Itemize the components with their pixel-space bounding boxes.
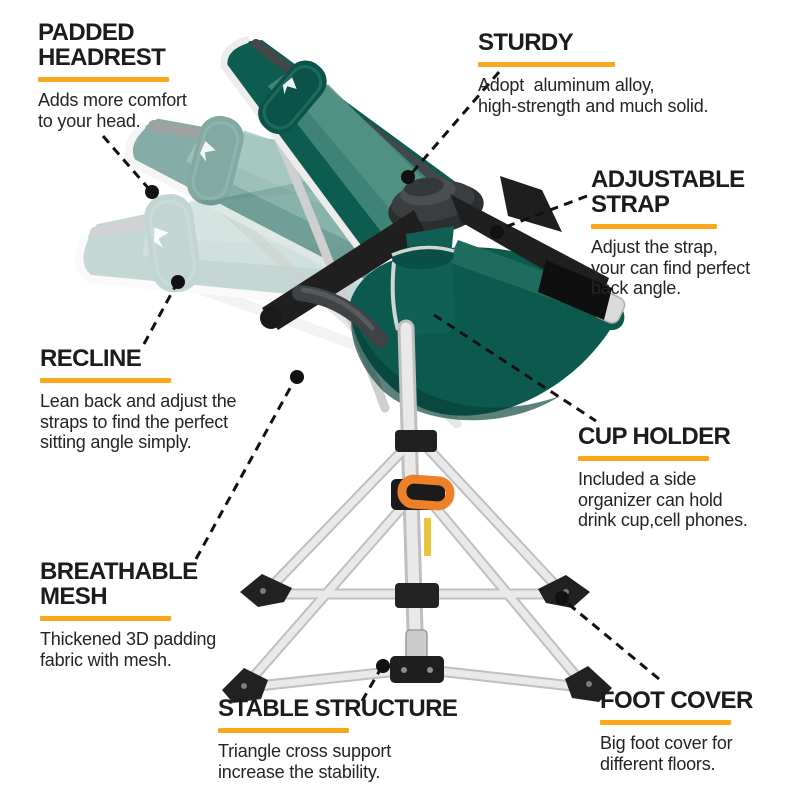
cup-holder-rim	[391, 245, 455, 257]
callout-body: Adopt aluminum alloy,high-strength and m…	[478, 75, 709, 116]
leader-stable-structure	[360, 669, 382, 702]
callout-sturdy: STURDY Adopt aluminum alloy,high-strengt…	[478, 29, 709, 116]
cup-holder-trim	[390, 261, 400, 331]
leader-lines	[101, 71, 660, 702]
strap-upper-segment	[500, 176, 562, 232]
leader-sturdy	[409, 71, 501, 175]
upper-right-brace	[420, 440, 561, 591]
title-underline	[40, 616, 171, 622]
dot-sturdy	[401, 170, 415, 184]
front-right-bar	[416, 665, 585, 691]
title-underline	[600, 720, 731, 726]
dot-padded-headrest	[145, 185, 159, 199]
leader-padded-headrest	[101, 135, 151, 190]
callout-title: RECLINE	[40, 345, 142, 372]
leader-recline	[142, 284, 178, 345]
right-strap-pad	[538, 260, 612, 320]
dot-breathable-mesh	[290, 370, 304, 384]
dot-foot-cover	[555, 591, 569, 605]
orange-buckle	[397, 474, 455, 511]
leader-foot-cover	[565, 600, 660, 681]
armrest-joint-highlight	[300, 287, 375, 331]
leader-dots	[145, 170, 569, 673]
pole-sticker	[424, 518, 431, 556]
callout-title: STURDY	[478, 29, 574, 56]
leader-adjustable-strap	[499, 194, 588, 231]
upper-left-brace	[267, 440, 413, 591]
foot-cover-mid-left	[240, 574, 292, 607]
armrest-joint	[292, 285, 388, 348]
title-underline	[38, 77, 169, 83]
upper-bracket	[395, 430, 437, 452]
leader-breathable-mesh	[194, 380, 296, 560]
bottom-bracket	[390, 656, 444, 683]
title-underline	[478, 62, 615, 68]
callout-title: CUP HOLDER	[578, 423, 731, 450]
title-underline	[591, 224, 717, 230]
callout-title: FOOT COVER	[600, 687, 753, 714]
lower-right-leg	[422, 492, 586, 687]
dot-recline	[171, 275, 185, 289]
left-strap-end	[260, 307, 282, 329]
leader-cup-holder	[433, 313, 597, 423]
dot-stable-structure	[376, 659, 390, 673]
callout-title: STABLE STRUCTURE	[218, 695, 458, 722]
title-underline	[218, 728, 349, 734]
dot-adjustable-strap	[490, 225, 504, 239]
lower-left-leg	[244, 492, 416, 687]
title-underline	[578, 456, 709, 462]
mid-bracket	[395, 583, 439, 608]
front-left-bar	[245, 665, 421, 691]
cup-holder	[390, 226, 456, 336]
title-underline	[40, 378, 171, 384]
